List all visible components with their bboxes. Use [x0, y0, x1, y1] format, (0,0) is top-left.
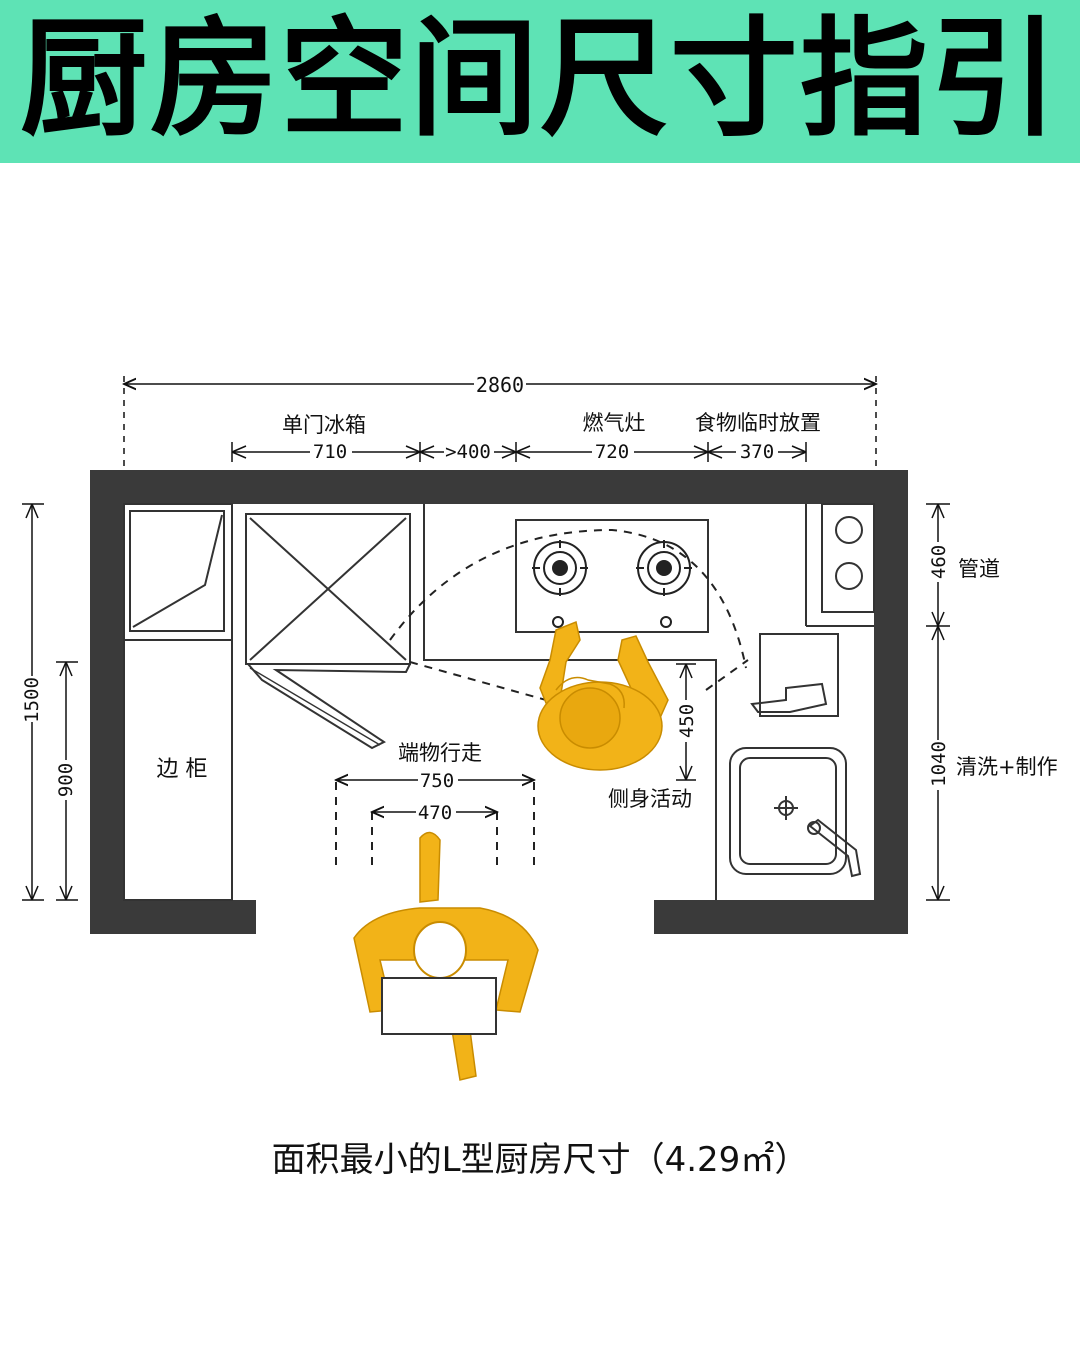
walls	[90, 470, 908, 934]
burner-right	[636, 540, 692, 596]
title-banner: 厨房空间尺寸指引	[0, 0, 1080, 163]
pipe-area	[821, 503, 875, 613]
dim-walk-inner-label: 470	[418, 802, 452, 824]
cutting-board	[750, 633, 839, 717]
side-cabinet	[123, 503, 233, 901]
side-move-label: 侧身活动	[608, 787, 692, 811]
dim-fridge-label: 710	[313, 441, 347, 463]
page-title: 厨房空间尺寸指引	[19, 5, 1060, 154]
counter-outline	[423, 504, 874, 900]
person-carrying-icon	[353, 831, 539, 1081]
dim-stove-label: 720	[595, 441, 629, 463]
pipe-label: 管道	[958, 557, 1000, 581]
person-cooking-icon	[537, 620, 669, 771]
knob-right	[660, 616, 672, 628]
burner-left	[532, 540, 588, 596]
dim-left-cabinet-label: 900	[55, 763, 77, 797]
fridge	[245, 513, 411, 750]
dim-gap-label: >400	[445, 441, 491, 463]
gas-stove	[515, 519, 709, 633]
wash-prep-label: 清洗+制作	[956, 755, 1058, 779]
door-swing-arc	[389, 528, 749, 701]
food-area-label: 食物临时放置	[695, 411, 821, 435]
dim-walk-outer-label: 750	[420, 770, 454, 792]
sink	[729, 747, 862, 878]
figure-caption: 面积最小的L型厨房尺寸（4.29㎡）	[271, 1140, 809, 1180]
dim-sink-label: 1040	[928, 741, 950, 787]
dim-pipe-label: 460	[928, 545, 950, 579]
dim-total-width-label: 2860	[476, 373, 524, 397]
dim-left-total-label: 1500	[21, 677, 43, 723]
carry-walk-label: 端物行走	[398, 741, 482, 765]
side-cabinet-label: 边 柜	[157, 757, 208, 782]
stove-label: 燃气灶	[583, 411, 646, 435]
carried-tray	[381, 977, 497, 1035]
dim-side-depth-label: 450	[676, 704, 698, 738]
walk-lanes	[335, 782, 535, 866]
fridge-label: 单门冰箱	[282, 413, 366, 437]
dim-food-label: 370	[740, 441, 774, 463]
knob-left	[552, 616, 564, 628]
